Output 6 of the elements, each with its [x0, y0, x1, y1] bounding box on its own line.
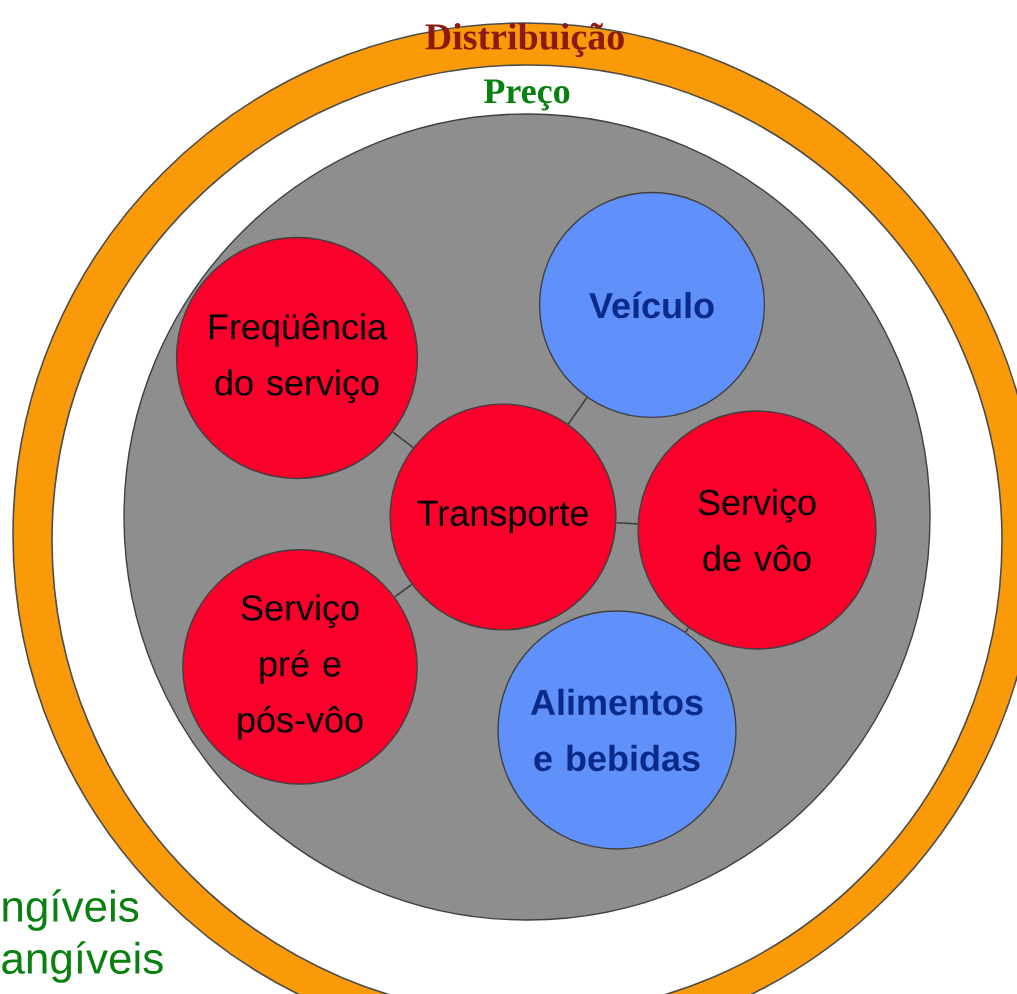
connector-line [392, 431, 414, 449]
connector-line [615, 522, 639, 525]
connector-line [394, 583, 413, 598]
connector-line [684, 627, 690, 633]
connector-line [567, 396, 588, 425]
node-label: Preço [484, 79, 570, 111]
